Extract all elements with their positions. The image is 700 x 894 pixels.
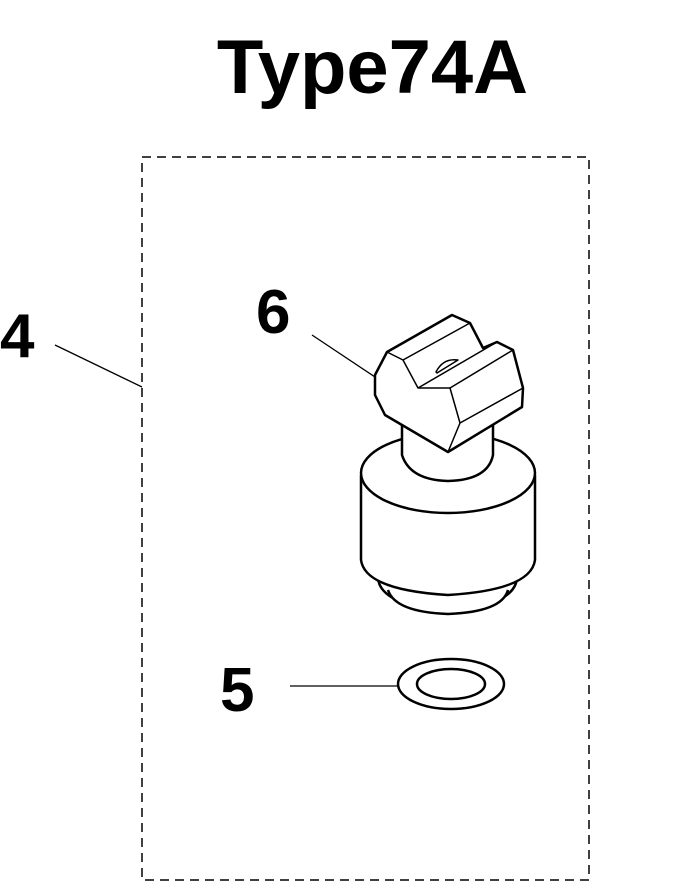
callout-5: 5 xyxy=(220,656,255,725)
diagram-title: Type74A xyxy=(216,25,529,110)
leader-line-4 xyxy=(54,344,143,388)
seal-ring xyxy=(396,657,506,711)
nozzle-part xyxy=(359,313,537,616)
callout-4: 4 xyxy=(0,302,35,371)
callout-6: 6 xyxy=(256,278,291,347)
